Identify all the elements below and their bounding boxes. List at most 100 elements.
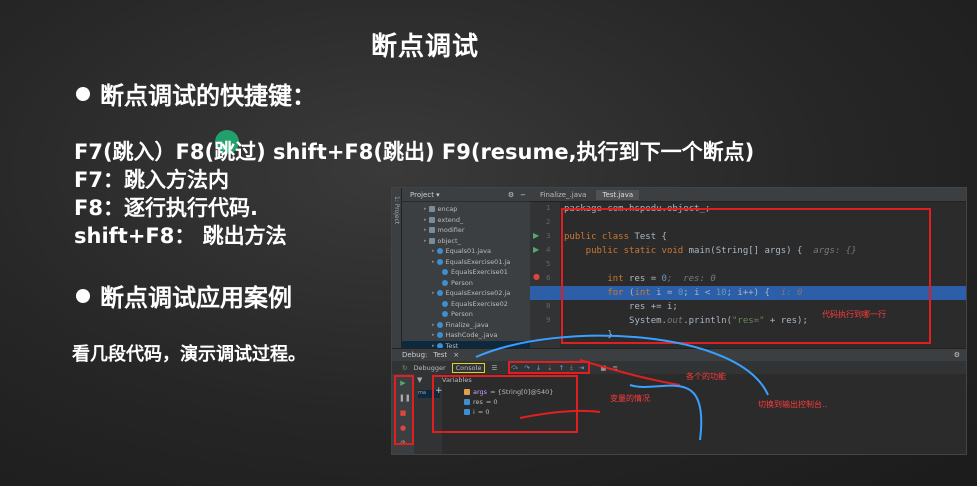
step-over-icon[interactable]: ↷ [524, 363, 530, 372]
step-out-icon[interactable]: ↑ [558, 363, 565, 372]
code-editor: Finalize_.java Test.java 1 2 3 ▶ 4 ▶ 5 6… [530, 188, 966, 348]
gear-icon[interactable]: ⚙ [507, 190, 515, 199]
variable-row[interactable]: args = {String[0]@540} [464, 388, 553, 396]
resume-icon[interactable]: ▶ [400, 379, 406, 387]
tree-item[interactable]: ▸EqualsExercise01.ja [402, 257, 530, 268]
tree-item[interactable]: ▸EqualsExercise02.ja [402, 288, 530, 299]
tree-item-label: Finalize_.java [445, 320, 489, 329]
tree-item[interactable]: Person [402, 278, 530, 289]
steps-annotation-note: 各个的功能 [686, 372, 726, 381]
class-icon [436, 342, 443, 349]
layout-icon[interactable]: ☰ [491, 363, 498, 372]
tree-item-label: HashCode_.java [445, 331, 498, 340]
add-watch-icon[interactable]: + [435, 386, 443, 396]
filter-icon[interactable]: ▼ [417, 376, 423, 384]
shift-f8-line: shift+F8： 跳出方法 [74, 224, 287, 248]
editor-tabs: Finalize_.java Test.java [530, 188, 966, 202]
tree-item-label: Equals01.java [445, 247, 491, 256]
tree-item[interactable]: EqualsExercise01 [402, 267, 530, 278]
project-panel: Project ▾ ⚙ − ▸encap▸extend_▸modifier▸ob… [402, 188, 530, 360]
tab-finalize[interactable]: Finalize_.java [540, 190, 587, 199]
gear-icon[interactable]: ⚙ [953, 351, 960, 359]
minimize-icon[interactable]: − [520, 190, 526, 199]
expand-arrow-icon[interactable]: ▸ [424, 227, 427, 234]
class-icon [436, 332, 443, 339]
pause-icon[interactable]: ❚❚ [399, 394, 411, 402]
variable-row[interactable]: res = 0 [464, 398, 498, 406]
tree-item-label: Person [451, 278, 473, 287]
tree-item[interactable]: ▸ Finalize_.java [402, 320, 530, 331]
tree-item[interactable]: ▸ extend_ [402, 215, 530, 226]
code-line: System.out.println("res=" + res); [564, 316, 808, 326]
tab-debugger[interactable]: Debugger [413, 363, 446, 372]
step-into-icon[interactable]: ↓ [535, 363, 542, 372]
expand-arrow-icon[interactable]: ▸ [424, 206, 427, 213]
class-icon [442, 300, 448, 307]
tab-console[interactable]: Console [451, 362, 486, 373]
tree-item[interactable]: ▸ modifier [402, 225, 530, 236]
show-execution-point-icon[interactable]: ⤼ [511, 363, 519, 371]
debug-config-tab[interactable]: Test [433, 351, 448, 359]
tree-item-label: extend_ [437, 215, 464, 224]
view-breakpoints-icon[interactable]: ● [399, 424, 407, 432]
folder-icon [428, 206, 435, 213]
tree-item[interactable]: ▸ Test [402, 340, 530, 351]
variable-row[interactable]: i = 0 [464, 408, 489, 416]
project-header[interactable]: Project ▾ ⚙ − [402, 188, 530, 202]
code-annotation-note: 代码执行到哪一行 [822, 310, 886, 319]
force-step-into-icon[interactable]: ⇣ [547, 363, 553, 372]
tree-item[interactable]: ▸ HashCode_.java [402, 330, 530, 341]
project-side-strip[interactable]: 1: Project [392, 188, 402, 348]
tree-item[interactable]: Person [402, 309, 530, 320]
current-line-highlight [530, 286, 966, 300]
stop-icon[interactable]: ■ [399, 409, 407, 417]
expand-arrow-icon[interactable]: ▸ [432, 342, 435, 349]
expand-arrow-icon[interactable]: ▸ [432, 248, 435, 255]
expand-arrow-icon[interactable]: ▸ [432, 321, 435, 328]
expand-arrow-icon[interactable]: ▸ [432, 258, 435, 265]
tree-item-label: object_ [437, 236, 461, 245]
close-icon[interactable]: × [453, 351, 460, 359]
code-line: public class Test { [564, 232, 667, 242]
frames-panel: ▼ ma [414, 374, 442, 454]
breakpoint-icon[interactable]: ● [533, 272, 540, 281]
tree-item-label: modifier [437, 226, 465, 235]
code-line: public static void main(String[] args) {… [564, 246, 857, 256]
expand-arrow-icon[interactable]: ▸ [432, 290, 435, 297]
class-icon [436, 258, 443, 265]
drop-frame-icon[interactable]: ⤓ [570, 363, 573, 371]
variables-annotation-box [432, 375, 578, 433]
bullet-shortcuts-text: 断点调试的快捷键： [100, 82, 316, 110]
tree-item[interactable]: EqualsExercise02 [402, 299, 530, 310]
more-icon[interactable]: ≡ [612, 363, 618, 372]
bullet-dot-icon [76, 86, 90, 101]
run-to-cursor-icon[interactable]: ⇥ [578, 363, 585, 372]
project-label[interactable]: Project ▾ [410, 190, 440, 199]
expand-arrow-icon[interactable]: ▸ [432, 332, 435, 339]
f7-line: F7：跳入方法内 [74, 168, 229, 192]
tree-item[interactable]: ▸ encap [402, 204, 530, 215]
editor-gutter: 1 2 3 ▶ 4 ▶ 5 6 ● 7 8 9 [530, 202, 560, 348]
class-icon [436, 248, 443, 255]
f8-line: F8：逐行执行代码. [74, 196, 258, 220]
steps-annotation-box [508, 361, 590, 374]
rerun-icon[interactable]: ↻ [402, 363, 408, 372]
run-icon[interactable]: ▶ [533, 231, 540, 240]
expand-arrow-icon[interactable]: ▸ [424, 237, 427, 244]
tree-item-label: Person [451, 310, 473, 319]
frame-item[interactable]: ma [418, 390, 440, 398]
tree-item-label: Test [445, 341, 459, 350]
tree-item[interactable]: ▸ Equals01.java [402, 246, 530, 257]
tab-test[interactable]: Test.java [596, 189, 640, 200]
line-number: 9 [546, 316, 551, 324]
expand-arrow-icon[interactable]: ▸ [424, 216, 427, 223]
tree-item[interactable]: ▸ object_ [402, 236, 530, 247]
tree-item-label: encap [437, 205, 458, 214]
code-line: res += i; [564, 302, 678, 312]
debug-panel: Debug: Test × ⚙ ↻ Debugger Console ☰ ⤼ ↷… [392, 348, 966, 454]
bullet-cases-text: 断点调试应用案例 [100, 284, 292, 312]
run-icon[interactable]: ▶ [533, 245, 540, 254]
class-icon [442, 279, 448, 286]
slide-title: 断点调试 [370, 32, 479, 62]
